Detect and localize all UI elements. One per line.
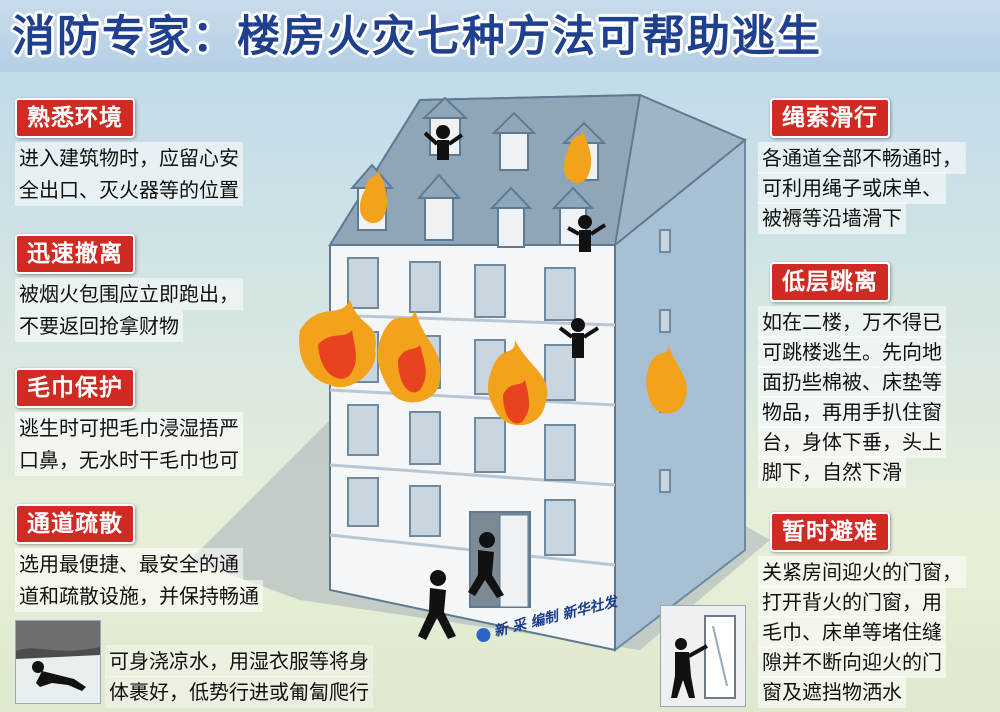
tip-label-evacuate: 迅速撤离 (15, 234, 135, 274)
tip-text-rope-line3: 被褥等沿墙滑下 (758, 202, 906, 234)
crawling-person-icon (15, 620, 101, 704)
tip-label-familiarize: 熟悉环境 (15, 98, 135, 138)
tip-text-shelter-line5: 窗及遮挡物洒水 (758, 676, 906, 708)
tip-text-rope-line1: 各通道全部不畅通时， (758, 142, 966, 174)
tip-label-shelter: 暂时避难 (770, 512, 890, 552)
tip-text-passage-line1: 选用最便捷、最安全的通 (15, 548, 243, 580)
tip-text-jump-line6: 脚下，自然下滑 (758, 456, 906, 488)
tip-text-towel-line2: 口鼻，无水时干毛巾也可 (15, 444, 243, 476)
tip-text-evacuate-line2: 不要返回抢拿财物 (15, 310, 183, 342)
title-bar: 消防专家：楼房火灾七种方法可帮助逃生 (0, 0, 1000, 72)
tip-text-jump-line4: 物品，再用手扒住窗 (758, 396, 946, 428)
tip-text-towel-line1: 逃生时可把毛巾浸湿捂严 (15, 412, 243, 444)
tip-text-crawl-line2: 体裹好，低势行进或匍匐爬行 (105, 676, 373, 708)
tip-text-jump-line2: 可跳楼逃生。先向地 (758, 336, 946, 368)
tip-label-rope: 绳索滑行 (770, 98, 890, 138)
tip-text-jump-line1: 如在二楼，万不得已 (758, 306, 946, 338)
tip-label-towel: 毛巾保护 (15, 368, 135, 408)
tip-text-familiarize-line1: 进入建筑物时，应留心安 (15, 142, 243, 174)
flame-icon (299, 130, 687, 426)
tip-text-shelter-line2: 打开背火的门窗，用 (758, 586, 946, 618)
tip-label-passage: 通道疏散 (15, 504, 135, 544)
tip-text-crawl-line1: 可身浇凉水，用湿衣服等将身 (105, 645, 373, 677)
tip-text-jump-line5: 台，身体下垂，头上 (758, 426, 946, 458)
person-silhouette-icon (418, 125, 607, 640)
tip-text-shelter-line1: 关紧房间迎火的门窗， (758, 556, 966, 588)
tip-text-jump-line3: 面扔些棉被、床垫等 (758, 366, 946, 398)
tip-text-shelter-line4: 隙并不断向迎火的门 (758, 646, 946, 678)
tip-text-evacuate-line1: 被烟火包围应立即跑出， (15, 278, 243, 310)
tip-label-jump: 低层跳离 (770, 262, 890, 302)
door-icon (660, 605, 746, 707)
tip-text-rope-line2: 可利用绳子或床单、 (758, 172, 946, 204)
xinhua-logo-icon (474, 626, 492, 644)
tip-text-familiarize-line2: 全出口、灭火器等的位置 (15, 174, 243, 206)
page-title: 消防专家：楼房火灾七种方法可帮助逃生 (12, 12, 822, 62)
tip-text-passage-line2: 道和疏散设施，并保持畅通 (15, 580, 263, 612)
tip-text-shelter-line3: 毛巾、床单等堵住缝 (758, 616, 946, 648)
